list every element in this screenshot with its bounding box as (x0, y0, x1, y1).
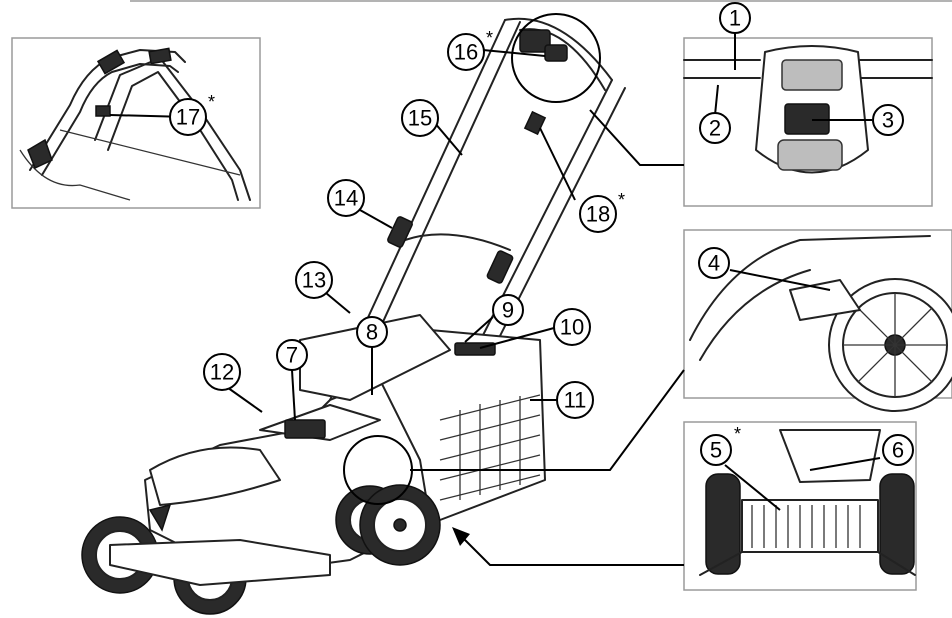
callout-8: 8 (356, 316, 388, 348)
callout-9: 9 (492, 294, 524, 326)
callout-13: 13 (295, 261, 333, 299)
callout-16-asterisk: * (486, 28, 493, 48)
callout-14-label: 14 (334, 186, 358, 211)
callout-12-label: 12 (210, 360, 234, 385)
callout-3: 3 (872, 104, 904, 136)
callout-7-label: 7 (286, 343, 298, 368)
callout-14: 14 (327, 179, 365, 217)
callout-10: 10 (553, 308, 591, 346)
mower-drawing (81, 17, 626, 615)
callout-18-label: 18 (586, 202, 610, 227)
callout-18-asterisk: * (618, 190, 625, 210)
inset-height-lever (683, 229, 952, 412)
callout-10-label: 10 (560, 315, 584, 340)
callout-5-asterisk: * (734, 424, 741, 444)
callout-1: 1 (719, 2, 751, 34)
callout-1-label: 1 (729, 6, 741, 31)
callout-6: 6 (882, 434, 914, 466)
callout-13-label: 13 (302, 268, 326, 293)
callout-15-label: 15 (408, 106, 432, 131)
leader-lines (109, 13, 881, 566)
callout-11: 11 (556, 381, 594, 419)
callout-9-label: 9 (502, 298, 514, 323)
callout-2: 2 (699, 112, 731, 144)
wheel-rear-right (359, 484, 441, 566)
callout-17: 17 * (169, 92, 215, 136)
callout-3-label: 3 (882, 108, 894, 133)
callout-12: 12 (203, 353, 241, 391)
callout-8-label: 8 (366, 320, 378, 345)
callout-18: 18 * (579, 190, 625, 233)
inset-handle-clip (11, 37, 261, 209)
callout-2-label: 2 (709, 116, 721, 141)
inset-control-box (683, 37, 933, 207)
callout-4: 4 (698, 247, 730, 279)
callout-17-label: 17 (176, 105, 200, 130)
callout-17-asterisk: * (208, 92, 215, 112)
callout-11-label: 11 (564, 388, 587, 413)
callout-16: 16 * (447, 28, 493, 71)
callout-5-label: 5 (710, 438, 722, 463)
callout-4-label: 4 (708, 251, 720, 276)
callout-15: 15 (401, 99, 439, 137)
callout-16-label: 16 (454, 40, 478, 65)
callout-7: 7 (276, 339, 308, 371)
callout-5: 5 * (700, 424, 741, 466)
callout-6-label: 6 (892, 438, 904, 463)
